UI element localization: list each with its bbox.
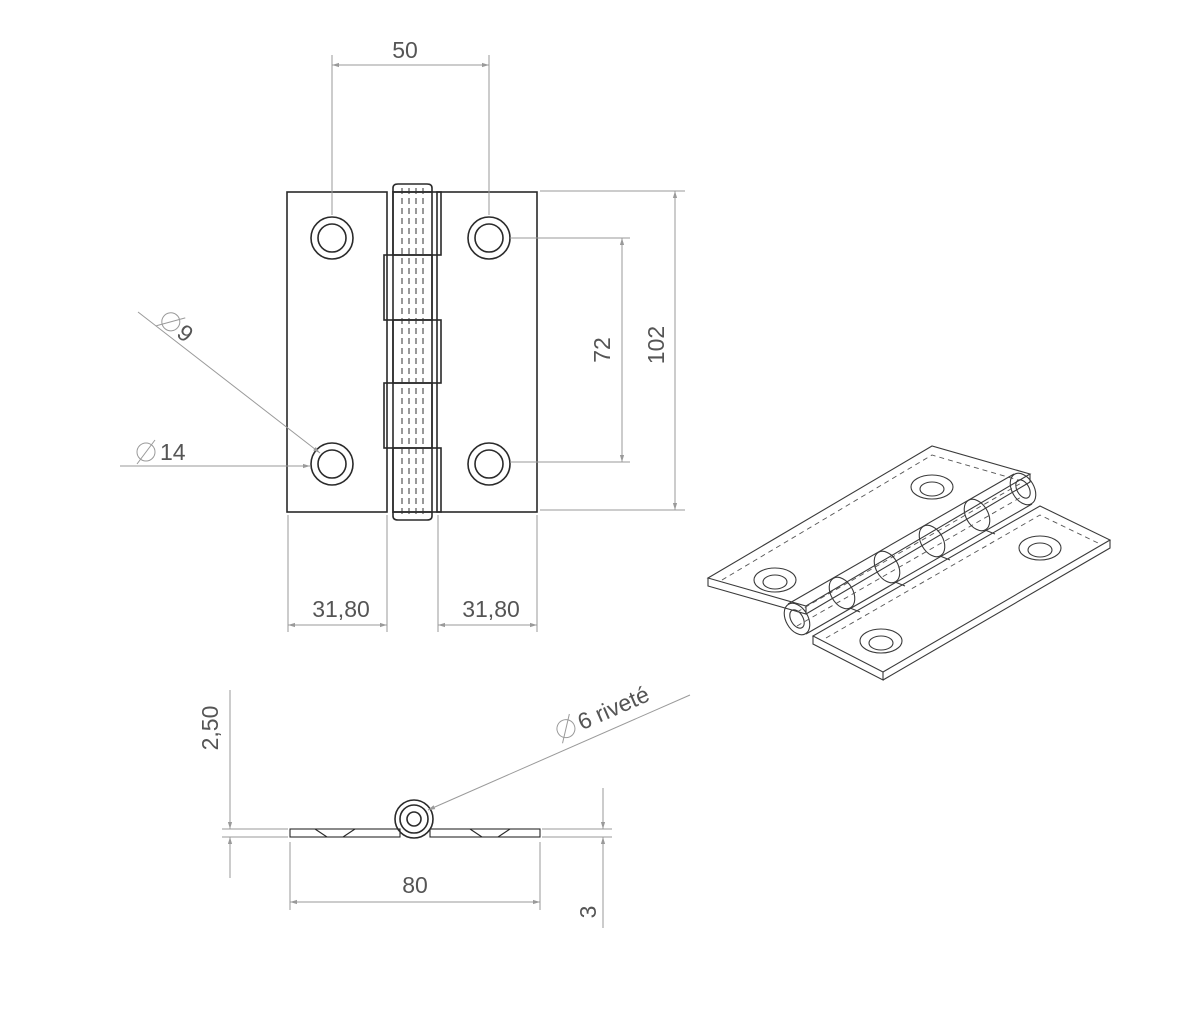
front-view xyxy=(286,183,538,521)
isometric-view xyxy=(706,445,1112,681)
dimension-overall-width: 80 xyxy=(289,842,541,910)
dimension-leaf-thickness: 3 xyxy=(542,788,612,928)
dimension-label-72: 72 xyxy=(589,337,615,363)
mounting-hole-top-right xyxy=(467,216,511,260)
dimension-label-9: 9 xyxy=(172,319,198,347)
left-leaf xyxy=(286,191,388,513)
dimension-label-80: 80 xyxy=(402,872,428,898)
mounting-hole-bottom-right xyxy=(467,442,511,486)
dimension-hole-diameter: 14 xyxy=(120,439,310,469)
iso-back-leaf xyxy=(706,445,1032,615)
dimension-label-2-50: 2,50 xyxy=(197,706,223,751)
dimension-label-3: 3 xyxy=(575,906,601,919)
dimension-overall-height: 102 xyxy=(540,190,685,511)
dimension-leaf-width-left: 31,80 xyxy=(287,515,388,632)
side-knuckle xyxy=(394,799,434,839)
dimension-countersink-diameter: 9 xyxy=(137,311,321,454)
dimension-label-102: 102 xyxy=(643,326,669,364)
dimension-label-14: 14 xyxy=(160,439,186,465)
dimension-label-31-80-left: 31,80 xyxy=(312,596,370,622)
dimension-label-31-80-right: 31,80 xyxy=(462,596,520,622)
right-leaf xyxy=(436,191,538,513)
mounting-hole-bottom-left xyxy=(310,442,354,486)
diameter-symbol-icon xyxy=(161,312,181,332)
diameter-symbol-icon xyxy=(556,719,576,739)
dimension-hole-spacing-height: 72 xyxy=(510,237,630,463)
mounting-hole-top-left xyxy=(310,216,354,260)
dimension-hole-spacing-width: 50 xyxy=(331,37,490,215)
iso-pin-barrel xyxy=(783,472,1037,636)
dimension-leaf-width-right: 31,80 xyxy=(437,515,538,632)
dimension-knuckle-thickness: 2,50 xyxy=(197,690,288,878)
dimension-pin-diameter: 6 riveté xyxy=(427,681,691,811)
dimension-label-50: 50 xyxy=(392,37,418,63)
iso-front-leaf xyxy=(811,505,1112,681)
knuckle-column xyxy=(383,183,442,521)
diameter-symbol-icon xyxy=(136,442,156,462)
side-leaf-right xyxy=(429,828,541,838)
dimension-label-pin: 6 riveté xyxy=(574,681,654,735)
side-view xyxy=(289,799,541,839)
